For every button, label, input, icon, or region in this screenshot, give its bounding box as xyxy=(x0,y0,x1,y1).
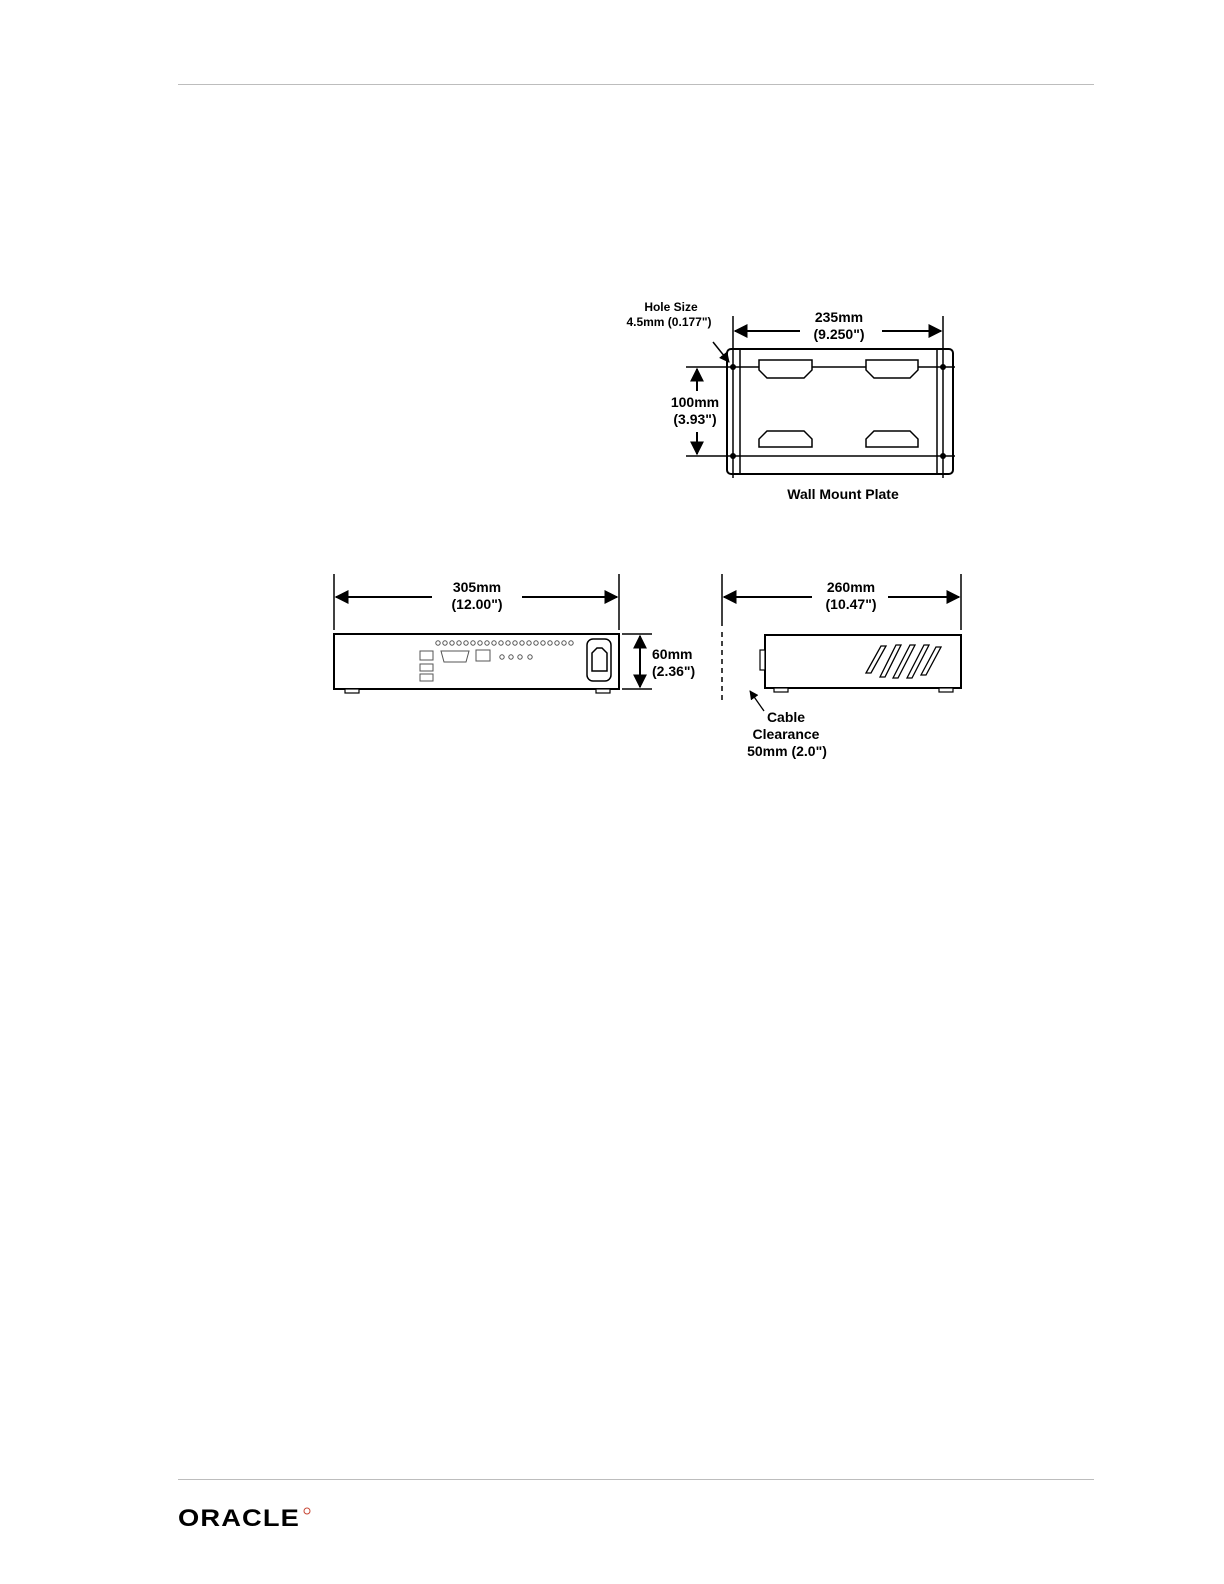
oracle-logo-text: ORACLE xyxy=(178,1505,300,1532)
side-foot xyxy=(774,688,788,692)
usb-port xyxy=(420,664,433,671)
front-height-in: (2.36") xyxy=(652,663,695,679)
plate-slot xyxy=(866,431,918,447)
network-port xyxy=(476,650,490,661)
front-height-mm: 60mm xyxy=(652,646,692,662)
usb-port xyxy=(420,674,433,681)
usb-port xyxy=(420,651,433,660)
wall-mount-plate-drawing: 235mm (9.250") 100mm (3.93") Hole Size 4… xyxy=(626,300,955,502)
front-foot xyxy=(596,689,610,693)
wall-mount-caption: Wall Mount Plate xyxy=(787,486,899,502)
mount-hole xyxy=(940,453,946,459)
front-view-drawing: 305mm (12.00") 60mm (2.36") xyxy=(334,574,695,693)
power-inlet-socket xyxy=(592,648,607,671)
hole-size-value: 4.5mm (0.177") xyxy=(626,315,711,329)
mount-hole xyxy=(730,364,736,370)
front-width-mm: 305mm xyxy=(453,579,501,595)
clearance-line1: Cable xyxy=(767,709,805,725)
side-depth-in: (10.47") xyxy=(826,596,877,612)
registered-mark xyxy=(304,1508,310,1514)
clearance-line3: 50mm (2.0") xyxy=(747,743,827,759)
mount-hole xyxy=(940,364,946,370)
mount-hole xyxy=(730,453,736,459)
clearance-leader xyxy=(750,691,764,711)
plate-slot xyxy=(759,360,812,378)
side-connector xyxy=(760,650,765,670)
serial-port xyxy=(441,651,469,662)
footer-rule xyxy=(178,1479,1094,1480)
clearance-line2: Clearance xyxy=(753,726,820,742)
side-foot xyxy=(939,688,953,692)
front-foot xyxy=(345,689,359,693)
height-100-in: (3.93") xyxy=(673,411,716,427)
hole-size-title: Hole Size xyxy=(644,300,698,314)
side-view-drawing: Cable Clearance 50mm (2.0") 260mm (10.47… xyxy=(722,574,961,759)
front-width-in: (12.00") xyxy=(452,596,503,612)
width-235-in: (9.250") xyxy=(814,326,865,342)
plate-slot xyxy=(866,360,918,378)
oracle-logo: ORACLE xyxy=(178,1503,318,1533)
plate-slot xyxy=(759,431,812,447)
height-100-mm: 100mm xyxy=(671,394,719,410)
width-235-mm: 235mm xyxy=(815,309,863,325)
side-depth-mm: 260mm xyxy=(827,579,875,595)
